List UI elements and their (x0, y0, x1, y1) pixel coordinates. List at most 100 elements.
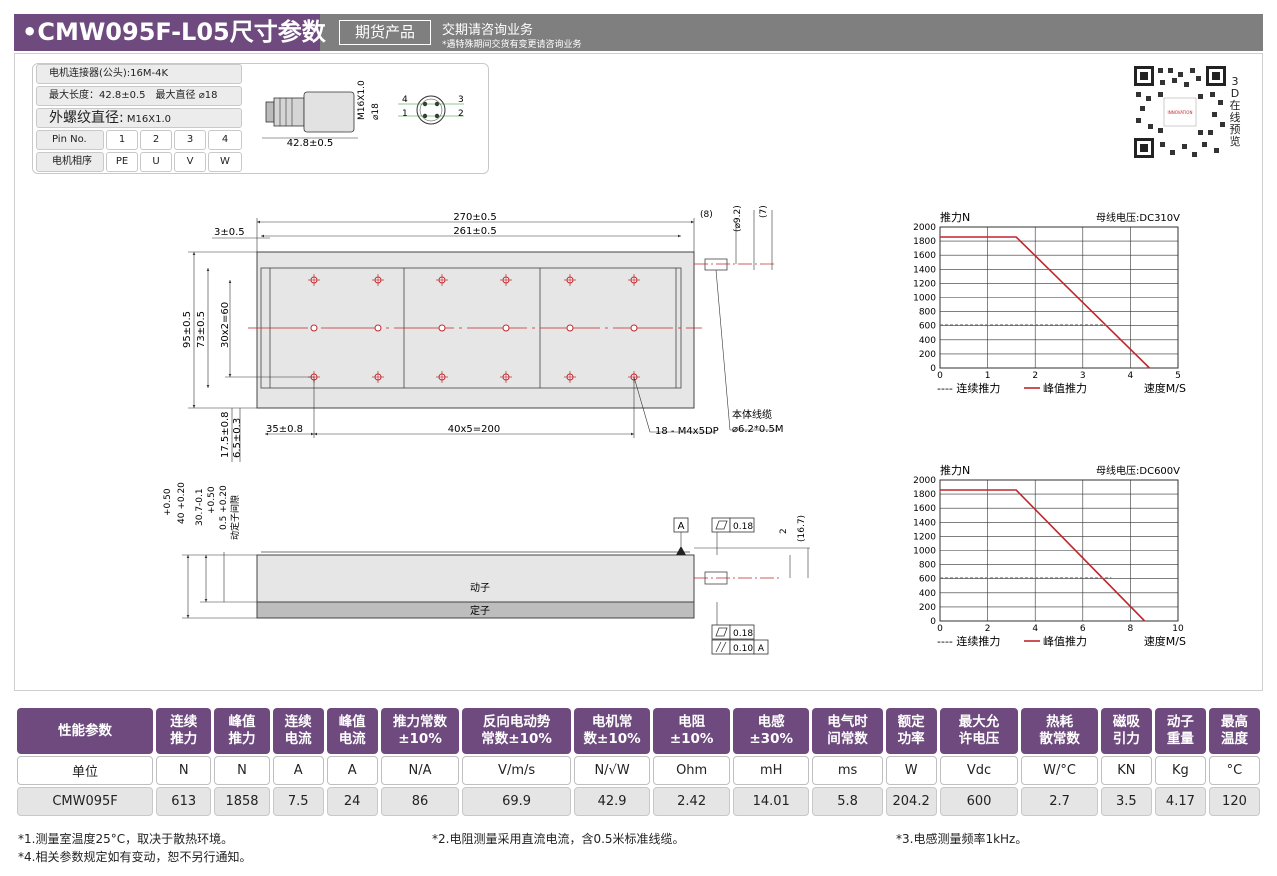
x-tick-label: 3 (1080, 371, 1086, 381)
page-title: •CMW095F-L05尺寸参数 (14, 14, 326, 51)
x-tick-label: 8 (1128, 624, 1134, 634)
spec-unit-cell: °C (1208, 756, 1260, 785)
top-view-drawing: 270±0.5 261±0.5 (8) (⌀9.2) (7) 3±0.5 95±… (182, 205, 783, 462)
stator-label: 定子 (470, 604, 490, 617)
phase-cell: V (174, 152, 206, 172)
spec-unit-cell: A (272, 756, 324, 785)
dim-16-7: (16.7) (797, 515, 807, 542)
pin-no: 4 (208, 130, 242, 150)
chart-title: 母线电压:DC310V (1096, 211, 1180, 224)
y-tick-label: 200 (919, 603, 936, 613)
connector-type: 电机连接器(公头):16M-4K (36, 64, 242, 84)
pin-no: 2 (140, 130, 172, 150)
dim-30-7: 30.7-0.1 (195, 488, 205, 526)
phase-cell: PE (106, 152, 138, 172)
x-tick-label: 1 (985, 371, 991, 381)
dim-6-5: 6.5±0.3 (232, 418, 243, 458)
pin-label: Pin No. (36, 130, 104, 150)
qr-code[interactable]: INNOVATION (1132, 64, 1228, 160)
spec-unit-cell: ms (812, 756, 883, 785)
spec-header-cell: 峰值推力 (214, 708, 270, 754)
mover-label: 动子 (470, 582, 490, 594)
flatness-2: 0.18 (733, 629, 753, 639)
phase-cell: W (208, 152, 242, 172)
spec-unit-cell: N/A (380, 756, 460, 785)
gap-label: 动定子间隙 (229, 495, 241, 540)
spec-unit-cell: mH (732, 756, 810, 785)
y-tick-label: 400 (919, 589, 936, 599)
spec-unit-cell: Vdc (939, 756, 1019, 785)
note-2: *2.电阻测量采用直流电流，含0.5米标准线缆。 (432, 832, 685, 846)
spec-unit-cell: N (214, 756, 270, 785)
x-tick-label: 4 (1128, 371, 1134, 381)
flatness-1: 0.18 (733, 522, 753, 532)
y-tick-label: 1600 (913, 504, 936, 514)
y-tick-label: 1400 (913, 518, 936, 528)
x-tick-label: 0 (937, 624, 943, 634)
spec-value-cell: 86 (380, 787, 460, 816)
y-tick-label: 1200 (913, 532, 936, 542)
connector-thread: 外螺纹直径: M16X1.0 (36, 108, 242, 128)
x-tick-label: 2 (985, 624, 991, 634)
delivery-note: 交期请咨询业务 (442, 23, 534, 38)
y-tick-label: 600 (919, 322, 936, 332)
dim-17-5: 17.5±0.8 (220, 411, 231, 458)
y-tick-label: 1200 (913, 279, 936, 289)
phase-label: 电机相序 (36, 152, 104, 172)
y-tick-label: 800 (919, 308, 936, 318)
header-bar: •CMW095F-L05尺寸参数 期货产品 交期请咨询业务 *遇特殊期间交货有变… (14, 14, 1263, 51)
dim-40-top: +0.50 (163, 488, 173, 516)
dim-3: 3±0.5 (214, 227, 245, 238)
spec-value-cell: 42.9 (573, 787, 651, 816)
connector-drawing: 42.8±0.5 M16X1.0 ⌀18 4 3 1 2 (262, 80, 464, 149)
spec-unit-cell: A (326, 756, 378, 785)
parallelism-ref: A (758, 644, 765, 654)
spec-value-cell: 5.8 (812, 787, 883, 816)
futures-tag: 期货产品 (339, 20, 431, 45)
pin-num: 2 (458, 109, 464, 119)
spec-unit-cell: W (885, 756, 937, 785)
chart-x-title: 速度M/S (1144, 381, 1186, 395)
spec-value-cell: 204.2 (885, 787, 937, 816)
note-4: *4.相关参数规定如有变动，恕不另行通知。 (18, 850, 252, 864)
dim-8: (8) (700, 210, 713, 220)
legend-peak: 峰值推力 (1043, 634, 1087, 648)
y-tick-label: 0 (930, 364, 936, 374)
y-tick-label: 1400 (913, 265, 936, 275)
dim-261: 261±0.5 (453, 226, 496, 237)
y-tick-label: 400 (919, 336, 936, 346)
y-tick-label: 800 (919, 561, 936, 571)
spec-value-cell: CMW095F (17, 787, 154, 816)
spec-value-cell: 120 (1208, 787, 1260, 816)
x-tick-label: 6 (1080, 624, 1086, 634)
dim-7: (7) (759, 205, 769, 218)
chart-y-title: 推力N (940, 210, 970, 224)
note-1: *1.测量室温度25°C，取决于散热环境。 (18, 832, 234, 846)
spec-header-cell: 电感±30% (732, 708, 810, 754)
spec-unit-cell: V/m/s (462, 756, 571, 785)
y-tick-label: 1000 (913, 294, 936, 304)
thread-label: 外螺纹直径: (49, 110, 124, 126)
qr-label: 3D在线预览 (1229, 75, 1241, 148)
holes-spec: 18 - M4x5DP (655, 426, 719, 437)
pin-no: 1 (106, 130, 138, 150)
pin-no: 3 (174, 130, 206, 150)
dim-0-5: 0.5 +0.20 (219, 485, 229, 530)
spec-header-cell: 磁吸引力 (1100, 708, 1152, 754)
y-tick-label: 0 (930, 617, 936, 627)
spec-value-cell: 2.7 (1021, 787, 1098, 816)
spec-unit-cell: W/°C (1021, 756, 1098, 785)
x-tick-label: 5 (1175, 371, 1181, 381)
spec-header-cell: 电气时间常数 (812, 708, 883, 754)
drawing-frame (14, 53, 1263, 691)
dim-9-2: (⌀9.2) (733, 205, 743, 232)
chart-title: 母线电压:DC600V (1096, 464, 1180, 477)
y-tick-label: 2000 (913, 223, 936, 233)
spec-unit-cell: Ohm (653, 756, 730, 785)
spec-header-cell: 峰值电流 (326, 708, 378, 754)
spec-unit-cell: 单位 (17, 756, 154, 785)
spec-header-cell: 电机常数±10% (573, 708, 651, 754)
